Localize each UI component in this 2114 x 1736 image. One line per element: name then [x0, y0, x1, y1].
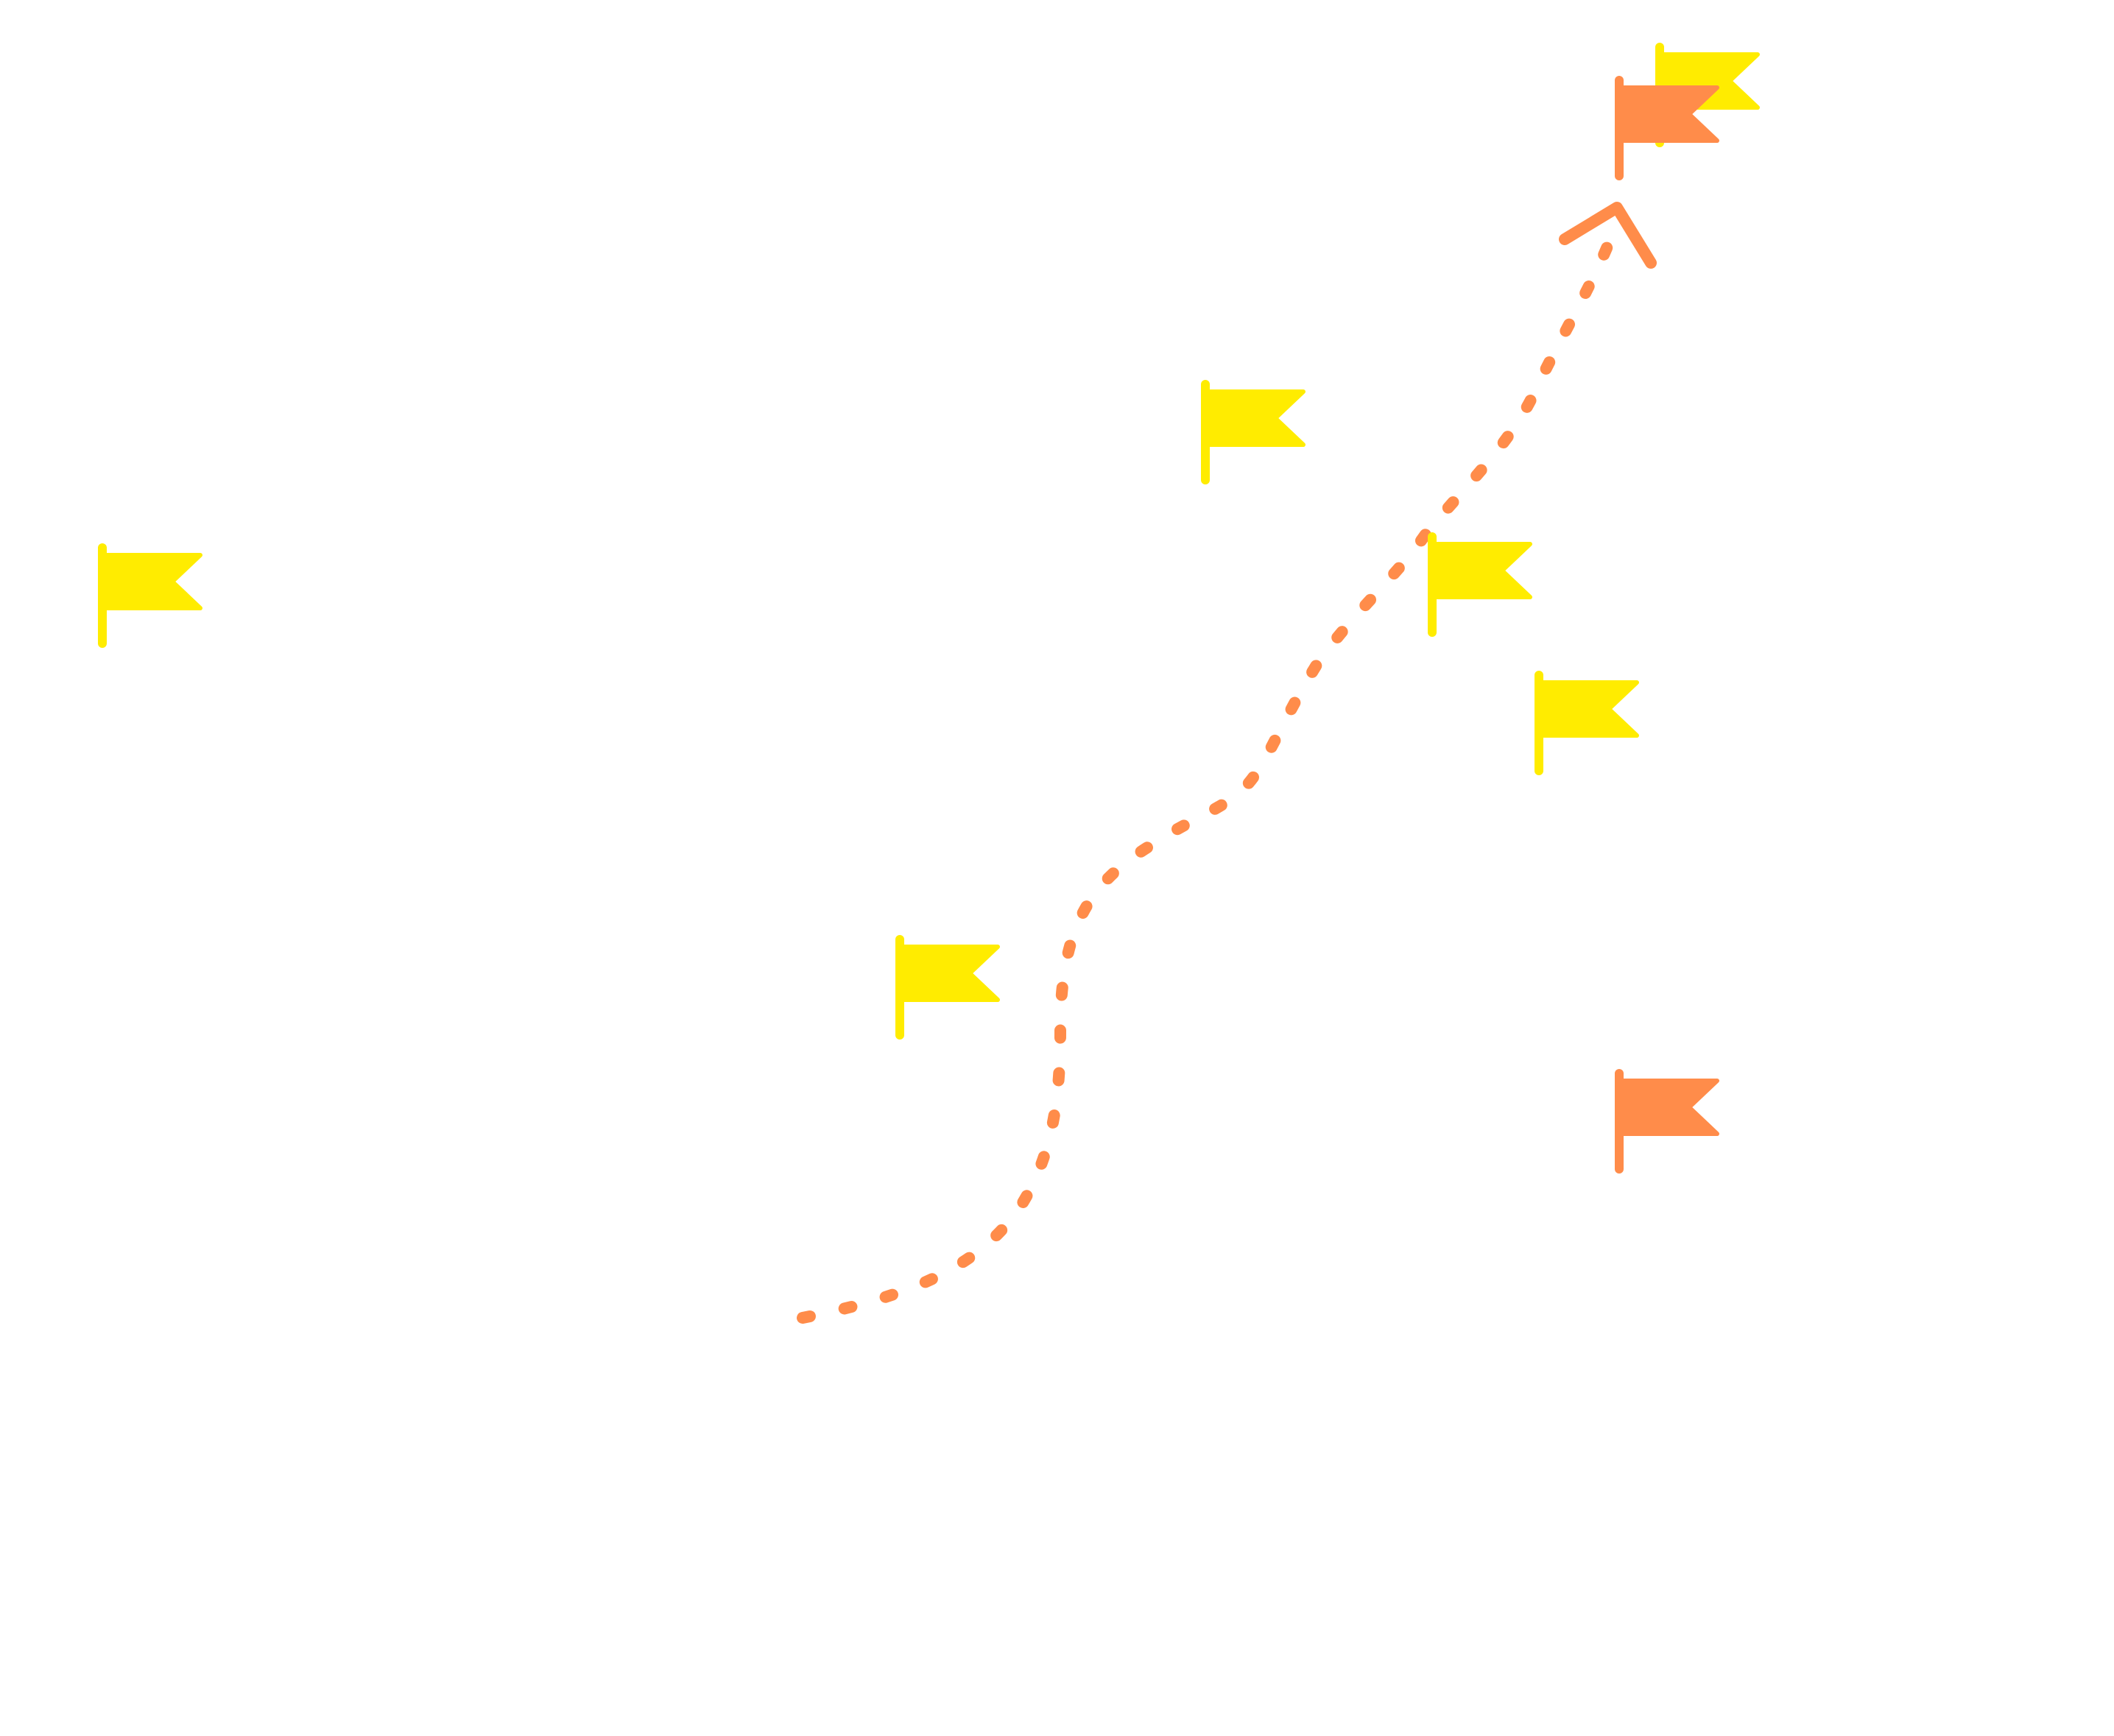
flag-banner [1430, 542, 1532, 599]
flag-banner [100, 553, 202, 610]
flag-banner [898, 945, 1000, 1002]
dashed-route-path [797, 237, 1615, 1324]
yellow-flag-center-right [1428, 532, 1532, 637]
orange-flag-goal [1615, 76, 1719, 180]
flag-banner [1617, 85, 1719, 143]
orange-flag-lower-right [1615, 1069, 1719, 1174]
flag-banner [1203, 389, 1306, 447]
yellow-flag-right [1535, 671, 1639, 775]
flags-layer [98, 43, 1760, 1174]
yellow-flag-lower-middle [895, 935, 1000, 1040]
route-arrowhead [1559, 202, 1657, 269]
flag-banner [1617, 1079, 1719, 1136]
flag-banner [1537, 680, 1639, 738]
yellow-flag-left [98, 543, 202, 648]
yellow-flag-upper-middle [1201, 380, 1306, 484]
